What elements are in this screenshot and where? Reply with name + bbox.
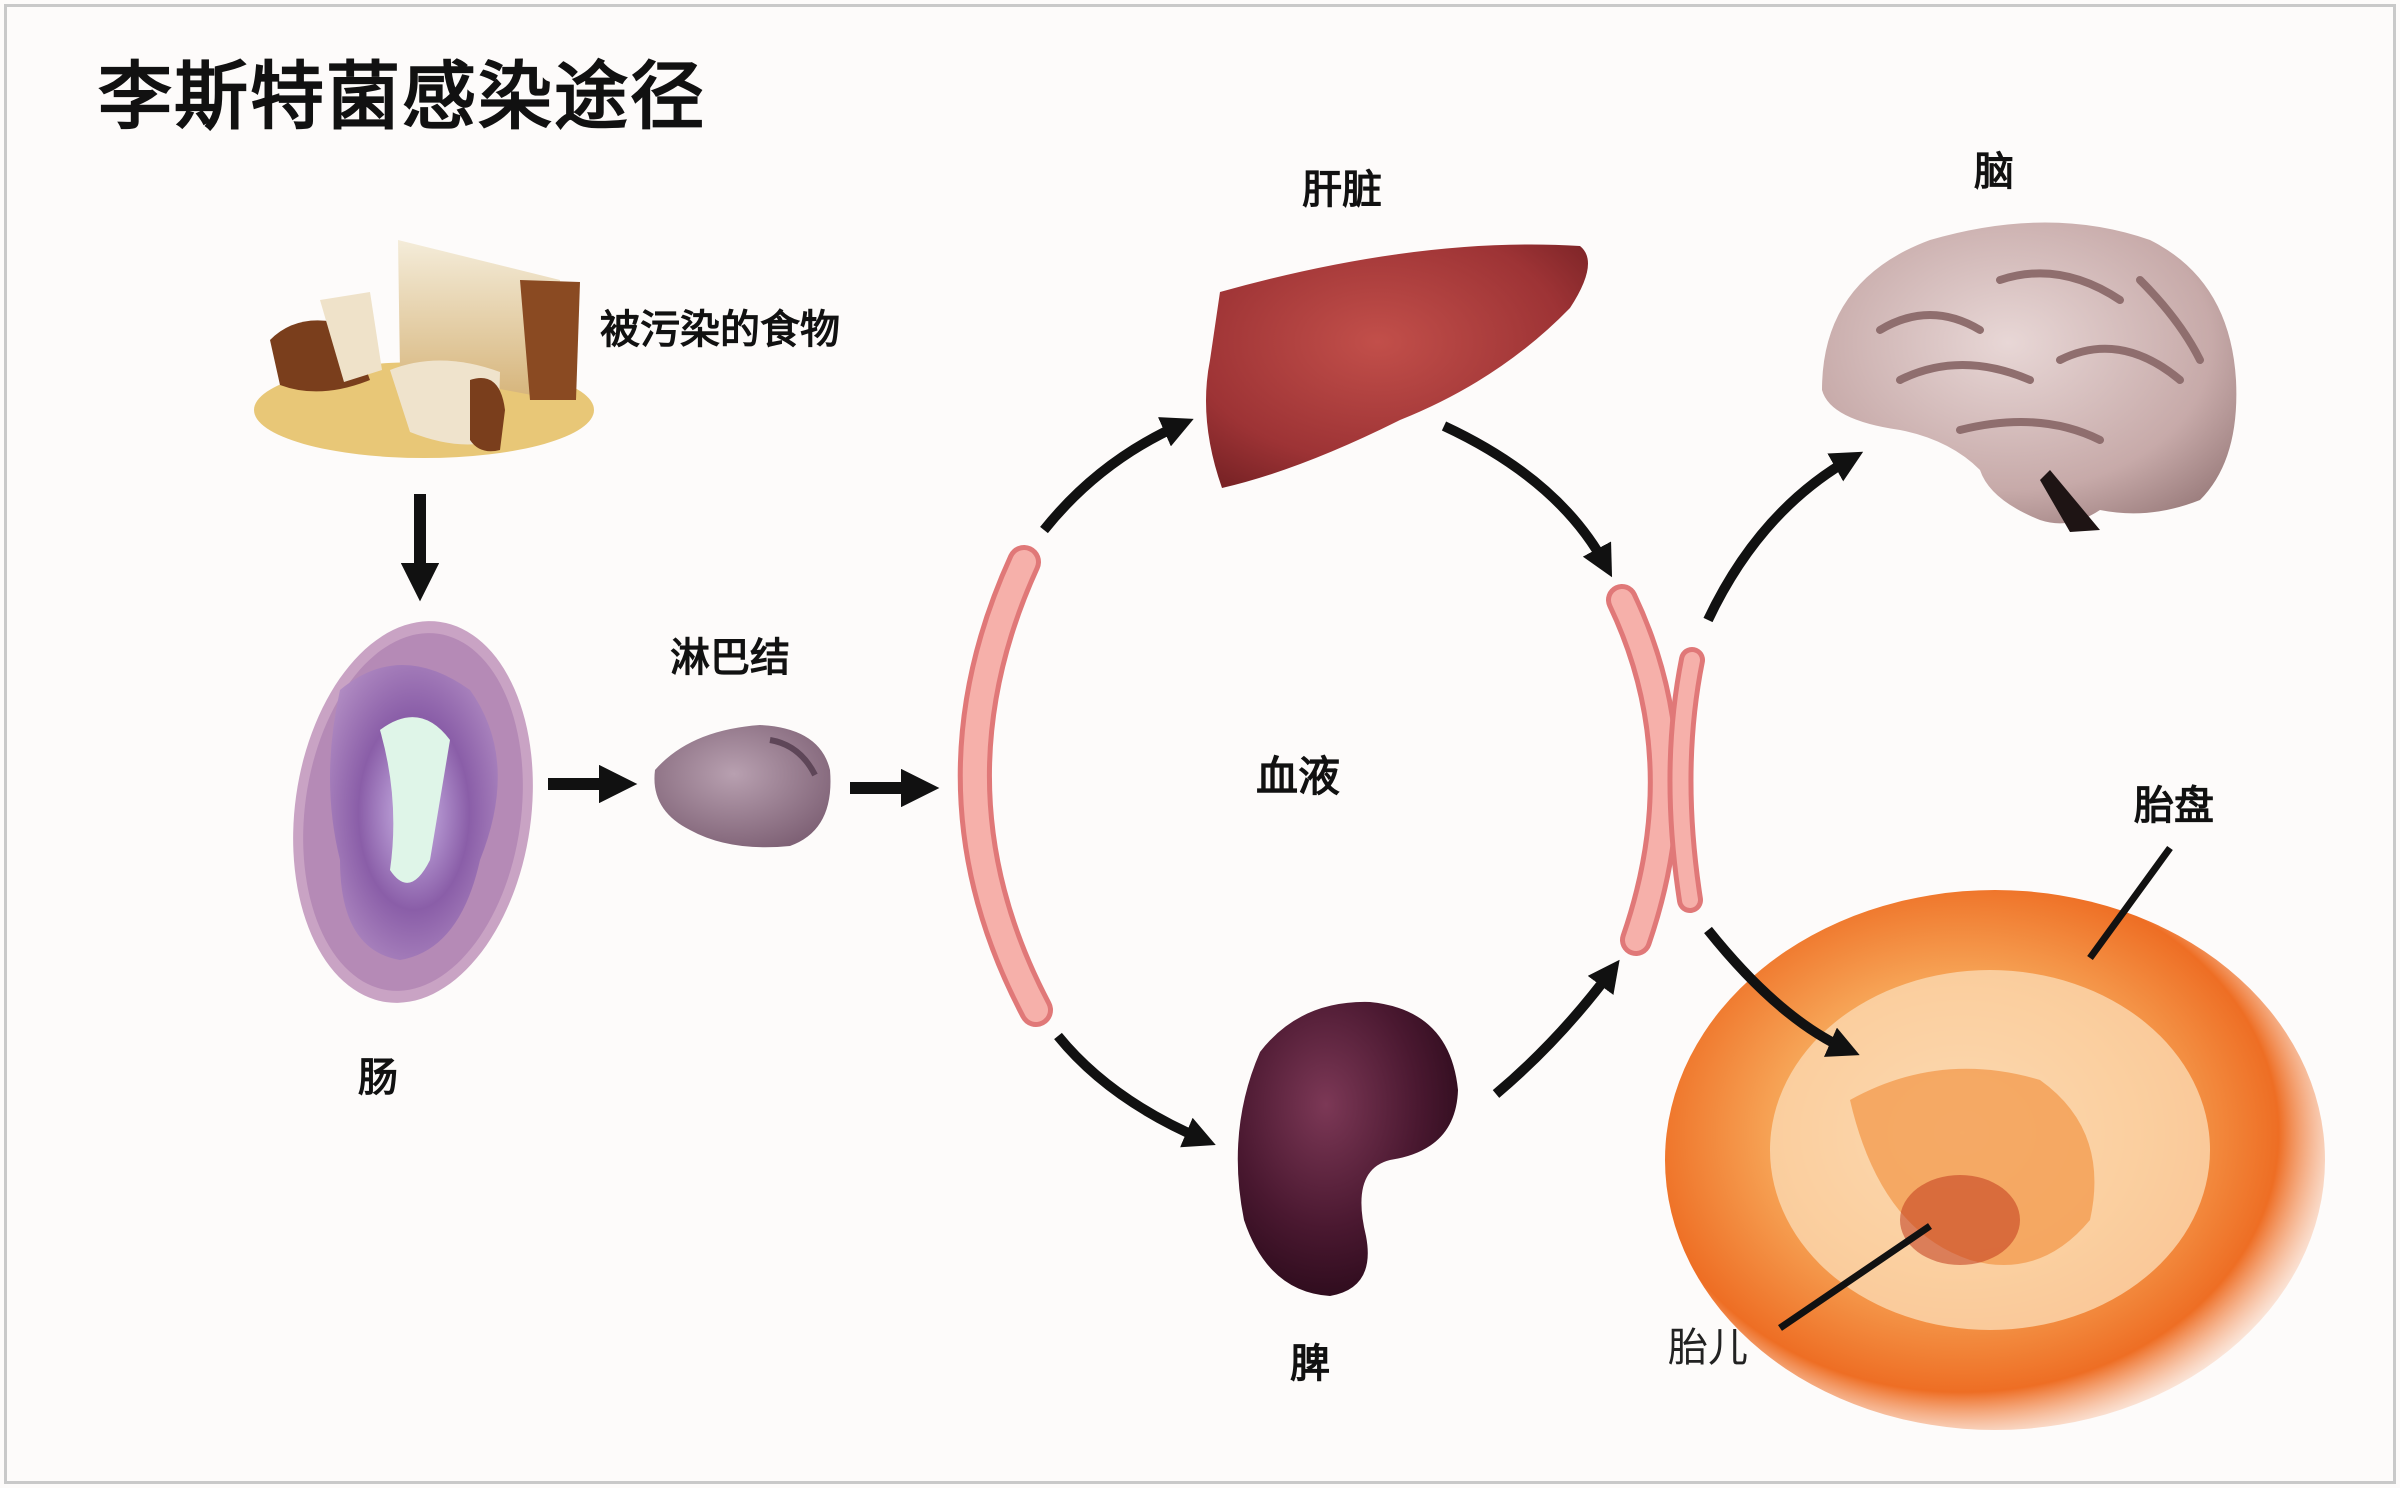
image-frame [4,4,2396,1484]
label-fetus: 胎儿 [1668,1325,1748,1371]
arrow-blood-to-placenta [1704,926,1860,1057]
label-liver: 肝脏 [1302,167,1382,213]
label-brain: 脑 [1974,149,2014,195]
label-spleen: 脾 [1290,1341,1330,1387]
label-lymph-node: 淋巴结 [670,635,790,681]
diagram-title: 李斯特菌感染途径 [98,54,706,140]
arrow-liver-to-blood [1441,421,1613,578]
liver-image [1206,244,1588,488]
lymph-node-image [654,725,831,848]
blood-vessel-right [1606,584,1705,956]
spleen-image [1237,1001,1458,1296]
arrow-spleen-to-blood [1492,959,1620,1098]
arrow-blood-to-brain [1703,451,1864,623]
fetus-pointer-line [1778,1223,1932,1331]
contaminated-food-image [254,240,594,458]
intestine-image [293,621,533,1003]
blood-vessel-left [957,545,1053,1027]
arrow-blood-to-liver [1040,417,1194,534]
label-placenta: 胎盘 [2134,783,2214,829]
placenta-pointer-line [2087,845,2173,961]
label-intestine: 肠 [358,1055,398,1101]
placenta-image [1665,890,2325,1430]
brain-image [1822,222,2237,532]
arrow-blood-to-spleen [1054,1032,1216,1148]
label-contaminated-food: 被污染的食物 [600,307,840,353]
label-blood: 血液 [1256,752,1341,801]
